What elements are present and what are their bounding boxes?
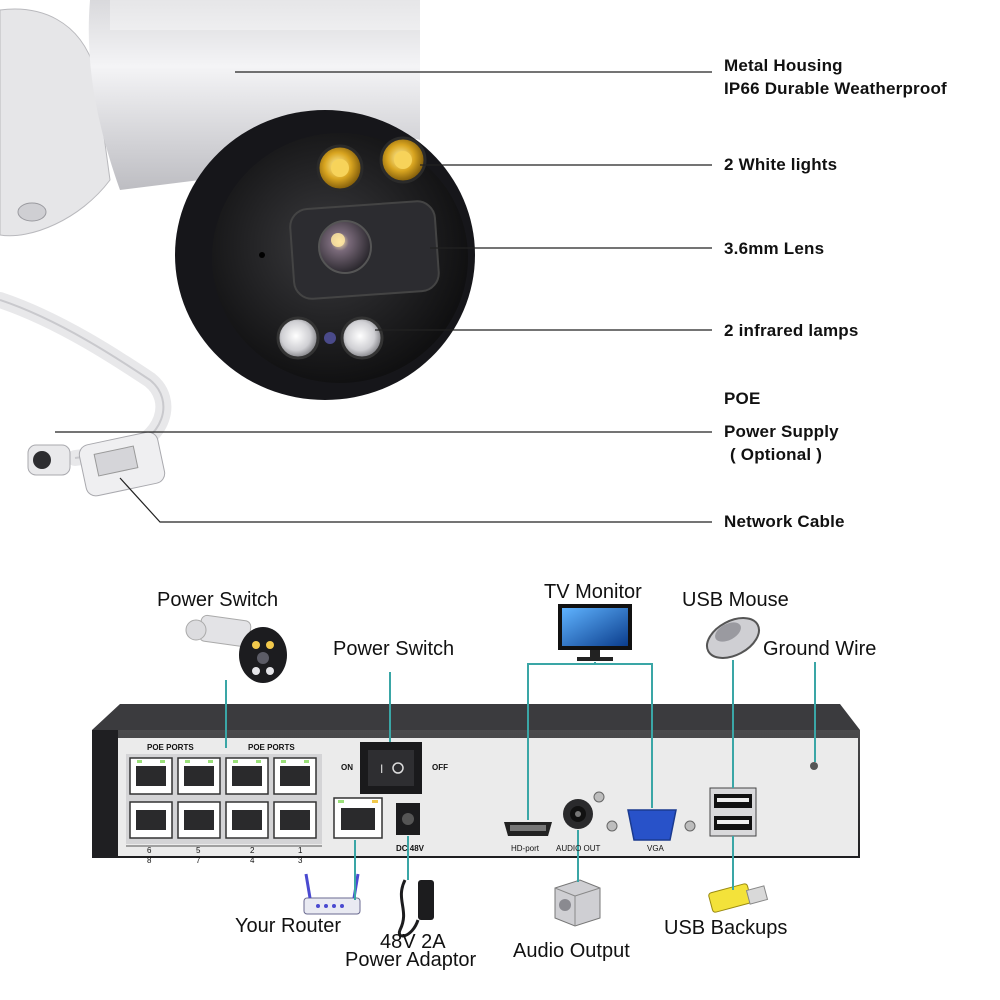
dc-jack: [396, 803, 420, 835]
white-lights-label: 2 White lights: [724, 155, 838, 174]
top-leader-lines: [55, 71, 712, 523]
audio-output-label: Audio Output: [513, 940, 630, 962]
poe-ports-right-label: POE PORTS: [248, 743, 295, 752]
port-number: 6: [147, 846, 152, 855]
camera-power-switch-label: Power Switch: [157, 589, 279, 611]
camera-cable: [0, 292, 172, 497]
lan-port: [333, 797, 383, 839]
tv-monitor-label: TV Monitor: [544, 581, 642, 603]
housing-label-line1: Metal Housing: [724, 56, 843, 75]
switch-on-label: ON: [341, 763, 353, 772]
router: [303, 873, 361, 915]
bullet-camera: [0, 0, 475, 400]
usb-mouse: [706, 617, 760, 659]
usb-ports: [709, 787, 757, 837]
vga-connector: [627, 809, 677, 841]
optional-label: ( Optional ): [730, 445, 823, 464]
power-adaptor: [397, 879, 434, 938]
usb-mouse-label: USB Mouse: [682, 589, 789, 611]
rocker-switch: I: [360, 742, 422, 794]
usb-stick: [708, 883, 769, 913]
infrared-label: 2 infrared lamps: [724, 321, 859, 340]
your-router-label: Your Router: [235, 915, 341, 937]
port-number: 7: [196, 856, 201, 865]
port-number: 1: [298, 846, 303, 855]
port-number: 5: [196, 846, 201, 855]
poe-ports-left-label: POE PORTS: [147, 743, 194, 752]
poe-label: POE: [724, 389, 761, 408]
lens-label: 3.6mm Lens: [724, 239, 825, 258]
switch-off-label: OFF: [432, 763, 448, 772]
small-camera: [185, 614, 287, 683]
dc-48v-label: DC 48V: [396, 844, 425, 853]
power-switch-label: Power Switch: [333, 638, 455, 660]
ground-screw: [810, 762, 818, 770]
housing-label-line2: IP66 Durable Weatherproof: [724, 79, 947, 98]
svg-text:I: I: [380, 762, 383, 776]
screw: [684, 820, 696, 832]
ground-wire-label: Ground Wire: [763, 638, 877, 660]
audio-jack: [563, 799, 593, 829]
screw: [606, 820, 618, 832]
adaptor-label-line1: 48V 2A: [380, 931, 446, 953]
adaptor-label-line2: Power Adaptor: [345, 949, 477, 971]
usb-backups-label: USB Backups: [664, 917, 788, 939]
port-number: 3: [298, 856, 303, 865]
hd-port-label: HD-port: [511, 844, 540, 853]
port-number: 4: [250, 856, 255, 865]
hd-port-connector: [504, 822, 552, 836]
speaker: [554, 879, 601, 927]
port-number: 8: [147, 856, 152, 865]
tv-monitor: [558, 604, 632, 661]
power-supply-label: Power Supply: [724, 422, 839, 441]
connector-lines: [225, 660, 816, 900]
poe-port-block: [126, 754, 322, 847]
port-number: 2: [250, 846, 255, 855]
screw: [593, 791, 605, 803]
vga-label: VGA: [647, 844, 664, 853]
audio-out-label: AUDIO OUT: [556, 844, 601, 853]
network-cable-label: Network Cable: [724, 512, 845, 531]
